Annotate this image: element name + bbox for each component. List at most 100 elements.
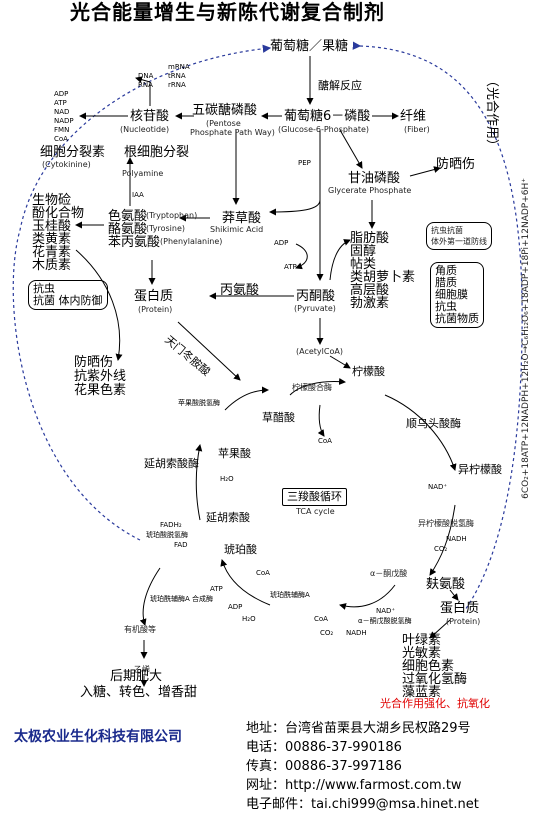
right-box2-line: 抗菌物质 (435, 312, 479, 325)
phenylalanine-en: (Phenylalanine) (160, 237, 223, 246)
co2-label: CO₂ (434, 545, 448, 553)
sunburn-top: 防晒伤 (436, 157, 476, 172)
cofactor-item: NADP (54, 117, 74, 125)
protein-node: 蛋白质 (134, 289, 174, 304)
rrna-label: rRNA (168, 81, 186, 89)
nad-low-label: NAD⁺ (376, 607, 396, 615)
left-list-item: 花青素 (32, 245, 72, 260)
fad-label: FAD (174, 541, 188, 549)
insect-defense-box: 抗虫 抗菌 体内防御 (28, 280, 108, 310)
h2o-low-label: H₂O (242, 615, 256, 623)
contact-address: 地址：台湾省苗栗县大湖乡民权路29号 (246, 721, 471, 736)
malate-dh-label: 苹果酸脱氢酶 (178, 399, 220, 407)
phenylalanine-node: 苯丙氨酸 (108, 235, 161, 250)
cuticle-box: 角质 腊质 细胞膜 抗虫 抗菌物质 (430, 262, 484, 328)
lipid-item: 脂肪酸 (350, 231, 390, 246)
organic-acid-label: 有机酸等 (124, 625, 156, 634)
lipid-item: 帖类 (350, 257, 377, 272)
protein2-node: 蛋白质 (440, 601, 480, 616)
lipid-item: 高层酸 (350, 283, 390, 298)
pentose-node: 五碳醣磷酸 (192, 103, 258, 118)
left-list-item: 类黄素 (32, 232, 72, 247)
right-box2-line: 腊质 (435, 276, 457, 289)
pigment-item: 过氧化氢酶 (402, 672, 468, 687)
right-box2-line: 抗虫 (435, 300, 457, 313)
polyamine-label: Polyamine (122, 169, 164, 178)
nadh-label: NADH (446, 535, 467, 543)
contact-fax: 传真：00886-37-997186 (246, 759, 402, 774)
succoa-synth-label: 琥珀酰辅酶A 合成酶 (150, 595, 214, 603)
pyruvate-en: (Pyruvate) (294, 304, 336, 313)
oxaloacetate-node: 草醋酸 (262, 411, 295, 424)
cofactor-item: ATP (54, 99, 67, 107)
nad-plus-label: NAD⁺ (428, 483, 448, 491)
pentose-en-1: (Pentose (206, 119, 241, 128)
fumarate-node: 延胡索酸 (206, 511, 250, 524)
glycolysis-label: 醣解反应 (318, 79, 362, 92)
fadh2-label: FADH₂ (160, 521, 182, 529)
root-division-node: 根细胞分裂 (124, 145, 190, 160)
atp-label: ATP (284, 263, 297, 271)
shikimic-en: Shikimic Acid (210, 225, 264, 234)
left-list-item: 酚化合物 (32, 206, 85, 221)
adp-low-label: ADP (228, 603, 243, 611)
left-lower-item: 抗紫外线 (74, 369, 127, 384)
cytokinine-en: (Cytokinine) (42, 160, 91, 169)
citrate-synthase-label: 柠檬酸合酶 (292, 383, 332, 392)
coa-low2-label: CoA (314, 615, 328, 623)
co2-low-label: CO₂ (320, 629, 334, 637)
page-title: 光合能量增生与新陈代谢复合制剂 (70, 0, 385, 24)
atp-low-label: ATP (210, 585, 223, 593)
malate-node: 苹果酸 (218, 447, 251, 460)
right-box2-line: 角质 (435, 264, 457, 277)
contact-email[interactable]: 电子邮件：tai.chi999@msa.hinet.net (246, 797, 479, 812)
company-name: 太极农业生化科技有限公司 (14, 729, 182, 745)
pep-label: PEP (298, 159, 311, 167)
tryptophan-node: 色氨酸 (108, 209, 148, 224)
insect-box-line: 抗虫 (33, 282, 55, 295)
glutamate-node: 麸氨酸 (426, 577, 466, 592)
succinate-node: 琥珀酸 (224, 543, 257, 556)
left-metabolite-list: 生物硷 酚化合物 玉桂酸 类黄素 花青素 木质素 (32, 194, 84, 272)
cytokinine-node: 细胞分裂素 (40, 145, 106, 160)
photosynthesis-label: （光合作用） (484, 74, 499, 153)
fumarase-label: 延胡索酸酶 (144, 457, 199, 470)
cofactor-item: CoA (54, 135, 68, 143)
coa-mid-label: CoA (318, 437, 332, 445)
contact-website[interactable]: 网址：http://www.farmost.com.tw (246, 778, 462, 793)
tyrosine-en: (Tyrosine) (146, 224, 186, 233)
cofactor-item: NAD (54, 108, 70, 116)
akgdh-label: α－酮戊酸脱氢酶 (358, 617, 412, 625)
iaa-label: IAA (132, 191, 144, 199)
shikimic-node: 莽草酸 (222, 211, 262, 226)
tryptophan-en: (Tryptophan) (146, 211, 198, 220)
cofactor-list: ADP ATP NAD NADP FMN CoA (54, 90, 74, 144)
g6p-en: (Glucose-6-Phosphate) (278, 125, 370, 134)
left-list-item: 玉桂酸 (32, 219, 72, 234)
red-note: 光合作用强化、抗氧化 (380, 697, 490, 710)
trna-label: tRNA (168, 72, 186, 80)
nadh-low-label: NADH (346, 629, 367, 637)
pigment-item: 叶绿素 (402, 633, 442, 648)
left-list-item: 木质素 (32, 258, 72, 273)
akg-node: α－酮戊酸 (370, 569, 408, 578)
glucose-fructose: 葡萄糖／果糖 (270, 39, 349, 54)
idh-label: 异柠檬酸脱氢酶 (418, 519, 474, 528)
tyrosine-node: 酪氨酸 (108, 222, 148, 237)
late-growth-sub: 入糖、转色、增香甜 (80, 685, 198, 700)
pyruvate-node: 丙酮酸 (296, 289, 336, 304)
glycerate-node: 甘油磷酸 (348, 171, 401, 186)
pentose-en-2: Phosphate Path Way) (190, 128, 275, 137)
late-growth-label: 后期肥大 (110, 669, 163, 684)
lipid-list: 脂肪酸 固醇 帖类 类胡萝卜素 高层酸 勃激素 (350, 232, 415, 310)
pigment-item: 藻蓝素 (402, 685, 442, 700)
acetylcoa-node: (AcetylCoA) (296, 347, 343, 356)
fiber-node: 纤维 (400, 109, 427, 124)
alanine-node: 丙氨酸 (220, 283, 260, 298)
dna-label: DNA (138, 72, 154, 80)
tca-en: TCA cycle (296, 507, 335, 516)
tca-box: 三羧酸循环 (282, 488, 347, 506)
citrate-node: 柠檬酸 (352, 365, 385, 378)
pigment-list: 叶绿素 光敏素 细胞色素 过氧化氢酶 藻蓝素 (402, 634, 467, 699)
